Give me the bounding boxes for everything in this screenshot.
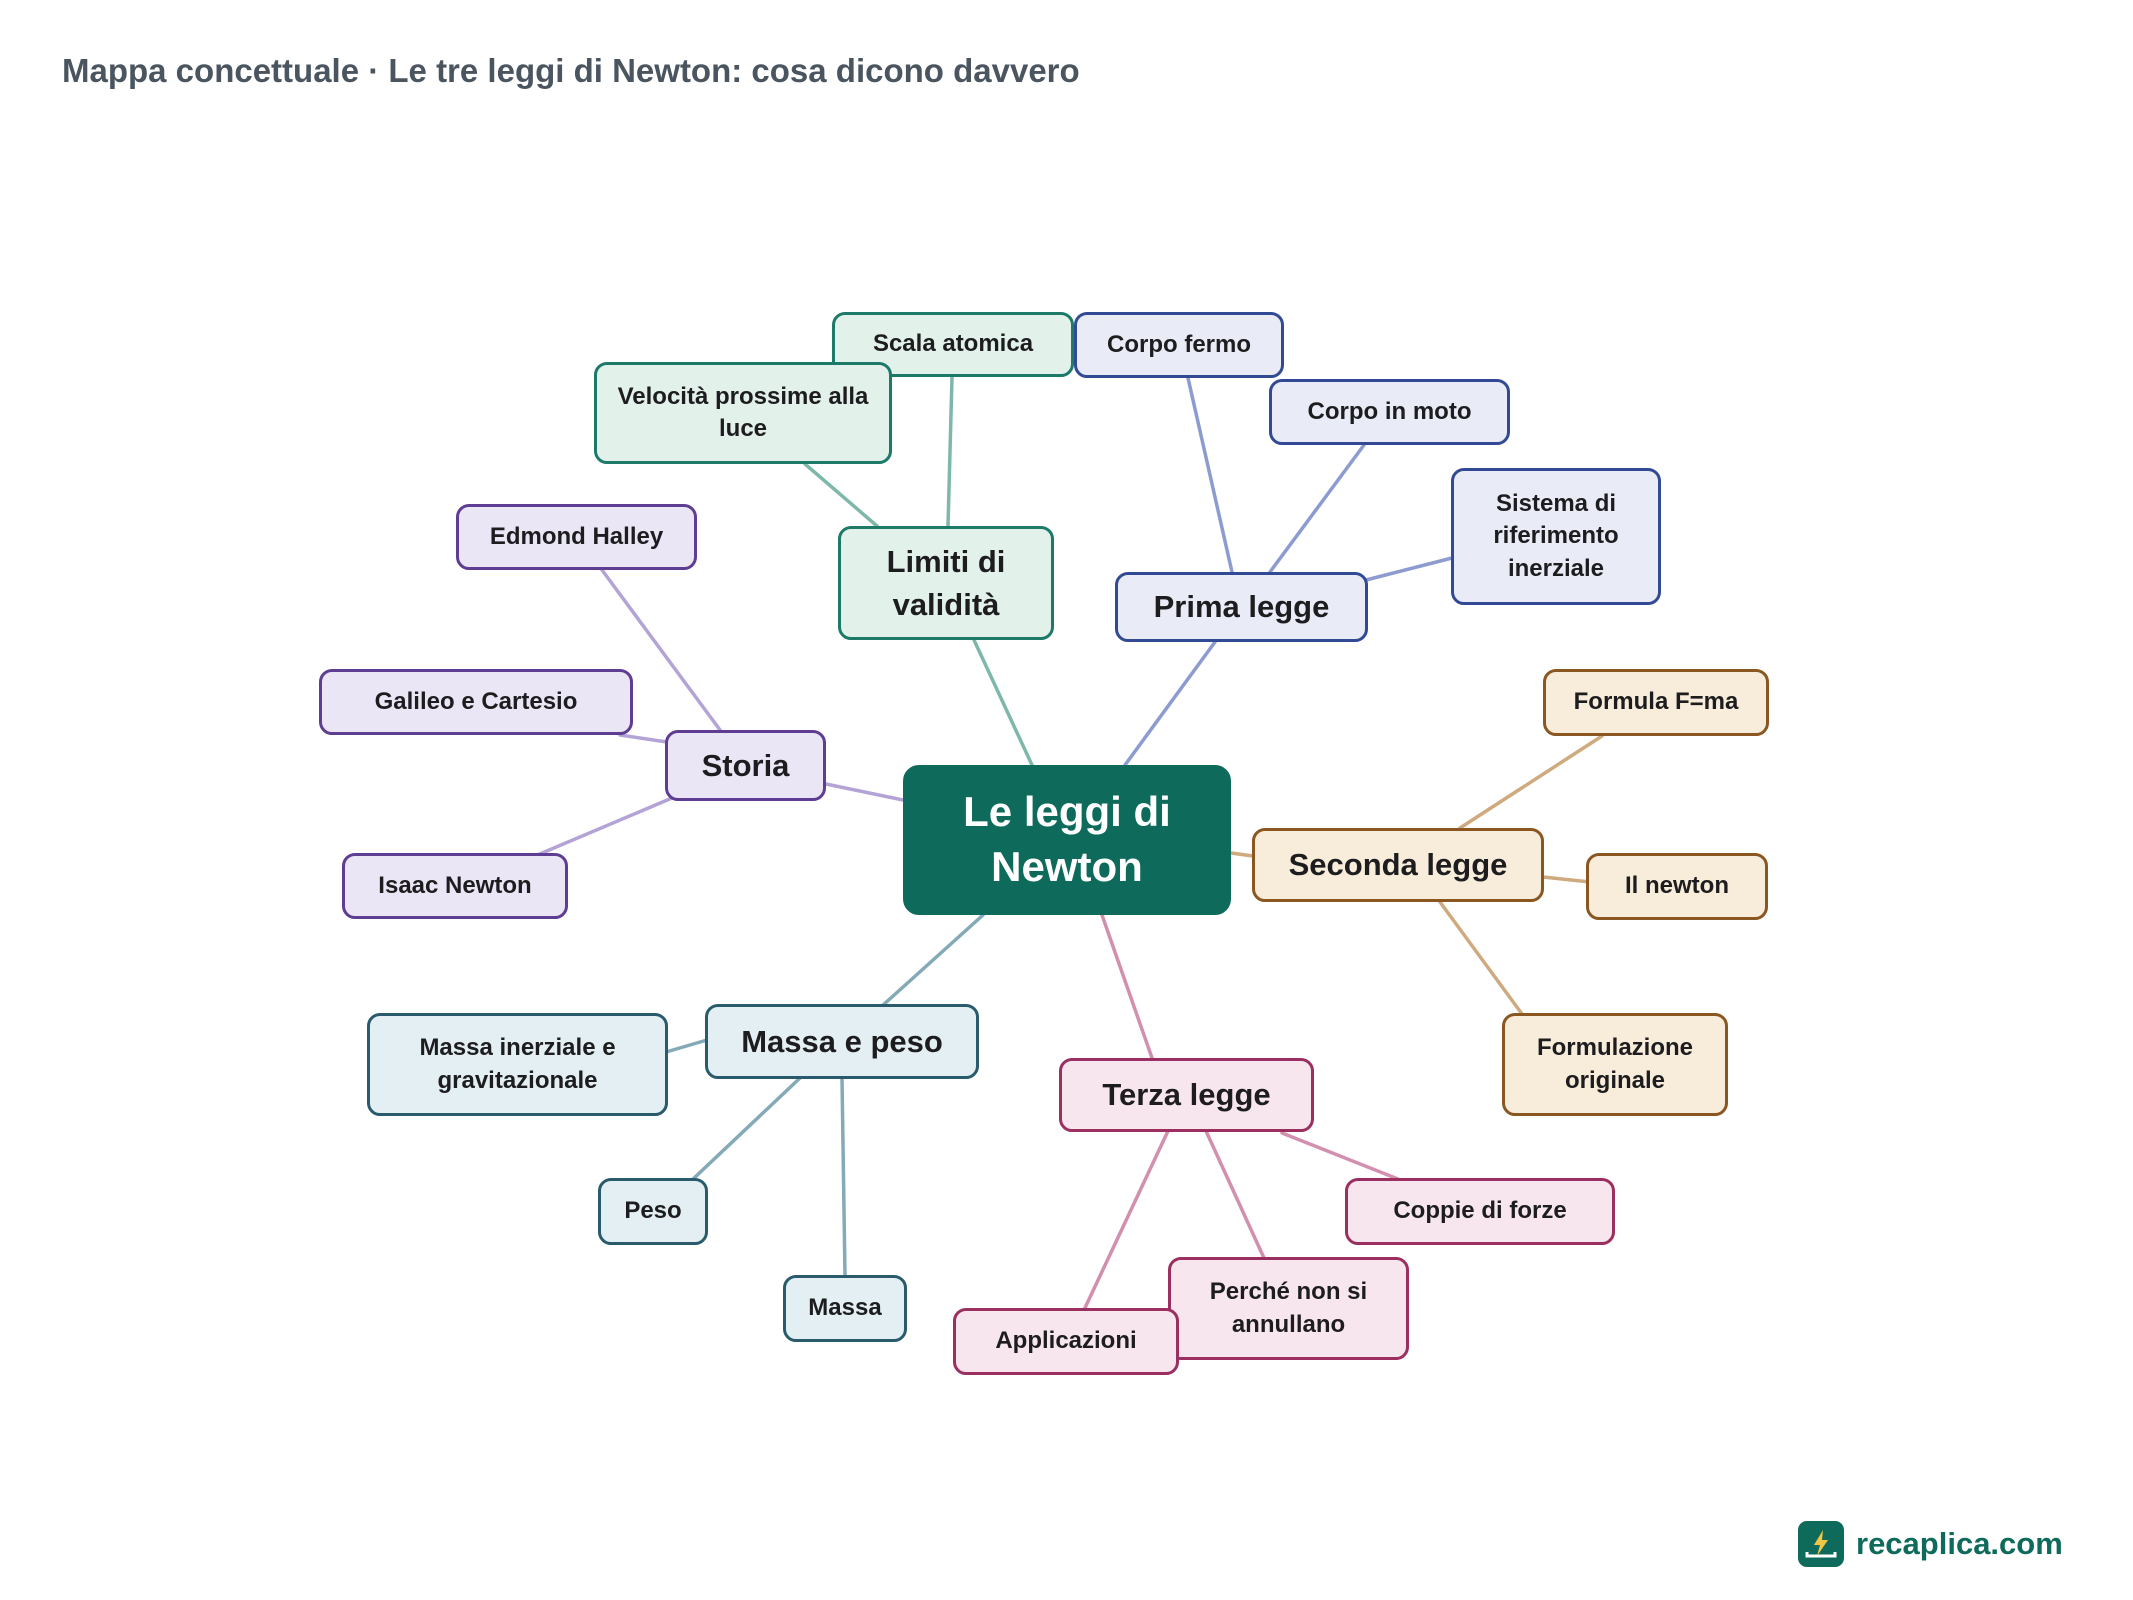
edge-massa-massa [840, 1076, 847, 1278]
central-node[interactable]: Le leggi di Newton [903, 765, 1231, 915]
leaf-velocita-luce[interactable]: Velocità prossime alla luce [594, 362, 892, 464]
leaf-label: Sistema di riferimento inerziale [1493, 489, 1619, 582]
edge-storia-halley [600, 568, 722, 732]
branch-massa-label: Massa e peso [741, 1023, 943, 1059]
leaf-label: Applicazioni [995, 1327, 1137, 1355]
edge-massa-inerziale [664, 1038, 709, 1054]
central-label: Le leggi di Newton [963, 788, 1171, 890]
leaf-label: Velocità prossime alla luce [617, 382, 869, 442]
branch-terza-legge[interactable]: Terza legge [1059, 1058, 1314, 1132]
leaf-isaac-newton[interactable]: Isaac Newton [342, 853, 568, 919]
edge-central-seconda [1229, 851, 1255, 858]
edge-limiti-velocita [803, 462, 879, 528]
leaf-label: Massa [808, 1294, 882, 1322]
edge-limiti-scala [946, 375, 954, 528]
edge-prima-moto [1268, 443, 1366, 574]
leaf-applicazioni[interactable]: Applicazioni [953, 1308, 1179, 1375]
leaf-perche-non-annullano[interactable]: Perché non si annullano [1168, 1257, 1409, 1360]
edge-massa-peso [690, 1076, 802, 1182]
leaf-label: Formula F=ma [1573, 688, 1739, 716]
edge-prima-sistema [1364, 556, 1454, 582]
leaf-label: Il newton [1625, 872, 1729, 900]
branch-massa-peso[interactable]: Massa e peso [705, 1004, 979, 1079]
branch-seconda-label: Seconda legge [1288, 847, 1508, 883]
edge-seconda-formula [1458, 734, 1604, 830]
leaf-label: Corpo fermo [1107, 330, 1251, 358]
page-title: Mappa concettuale · Le tre leggi di Newt… [62, 52, 1080, 89]
leaf-corpo-fermo[interactable]: Corpo fermo [1074, 312, 1284, 378]
leaf-formula-fma[interactable]: Formula F=ma [1543, 669, 1769, 736]
leaf-formulazione-originale[interactable]: Formulazione originale [1502, 1013, 1728, 1116]
edge-central-prima [1123, 640, 1217, 767]
leaf-label: Perché non si annullano [1209, 1278, 1368, 1338]
leaf-il-newton[interactable]: Il newton [1586, 853, 1768, 920]
edge-central-terza [1100, 913, 1154, 1060]
leaf-sistema-riferimento[interactable]: Sistema di riferimento inerziale [1451, 468, 1661, 605]
lightning-book-icon [1798, 1521, 1844, 1567]
branch-terza-label: Terza legge [1102, 1077, 1271, 1113]
edge-central-storia [824, 782, 905, 802]
edge-prima-fermo [1186, 376, 1234, 574]
edge-terza-applicazioni [1082, 1129, 1170, 1312]
branch-storia-label: Storia [701, 747, 790, 783]
leaf-peso[interactable]: Peso [598, 1178, 708, 1245]
leaf-edmond-halley[interactable]: Edmond Halley [456, 504, 697, 570]
leaf-label: Scala atomica [872, 330, 1034, 358]
leaf-coppie-forze[interactable]: Coppie di forze [1345, 1178, 1615, 1245]
leaf-label: Galileo e Cartesio [374, 687, 578, 715]
leaf-label: Corpo in moto [1307, 397, 1472, 425]
leaf-galileo-cartesio[interactable]: Galileo e Cartesio [319, 669, 633, 735]
branch-seconda-legge[interactable]: Seconda legge [1252, 828, 1544, 902]
edge-terza-perche [1204, 1129, 1266, 1260]
leaf-label: Isaac Newton [378, 871, 532, 899]
branch-limiti[interactable]: Limiti di validità [838, 526, 1054, 640]
leaf-label: Massa inerziale e gravitazionale [419, 1034, 616, 1094]
edge-terza-coppie [1280, 1131, 1400, 1181]
edge-seconda-formulazione [1438, 900, 1524, 1016]
leaf-massa-inerziale[interactable]: Massa inerziale e gravitazionale [367, 1013, 668, 1116]
brand-logo[interactable]: recaplica.com [1798, 1521, 2063, 1567]
edge-central-massa [880, 913, 985, 1008]
edge-seconda-newton [1541, 875, 1592, 884]
leaf-label: Coppie di forze [1393, 1197, 1567, 1225]
branch-prima-legge[interactable]: Prima legge [1115, 572, 1368, 642]
branch-prima-label: Prima legge [1153, 589, 1330, 625]
branch-storia[interactable]: Storia [665, 730, 826, 801]
leaf-label: Edmond Halley [489, 522, 664, 550]
leaf-corpo-in-moto[interactable]: Corpo in moto [1269, 379, 1510, 445]
edge-storia-galileo [618, 733, 669, 744]
brand-name: recaplica.com [1856, 1526, 2063, 1561]
leaf-label: Formulazione originale [1536, 1034, 1693, 1094]
leaf-massa[interactable]: Massa [783, 1275, 907, 1342]
edge-storia-newton [533, 796, 674, 858]
branch-limiti-label: Limiti di validità [886, 543, 1006, 622]
edge-central-limiti [972, 638, 1034, 767]
leaf-label: Peso [624, 1197, 682, 1225]
